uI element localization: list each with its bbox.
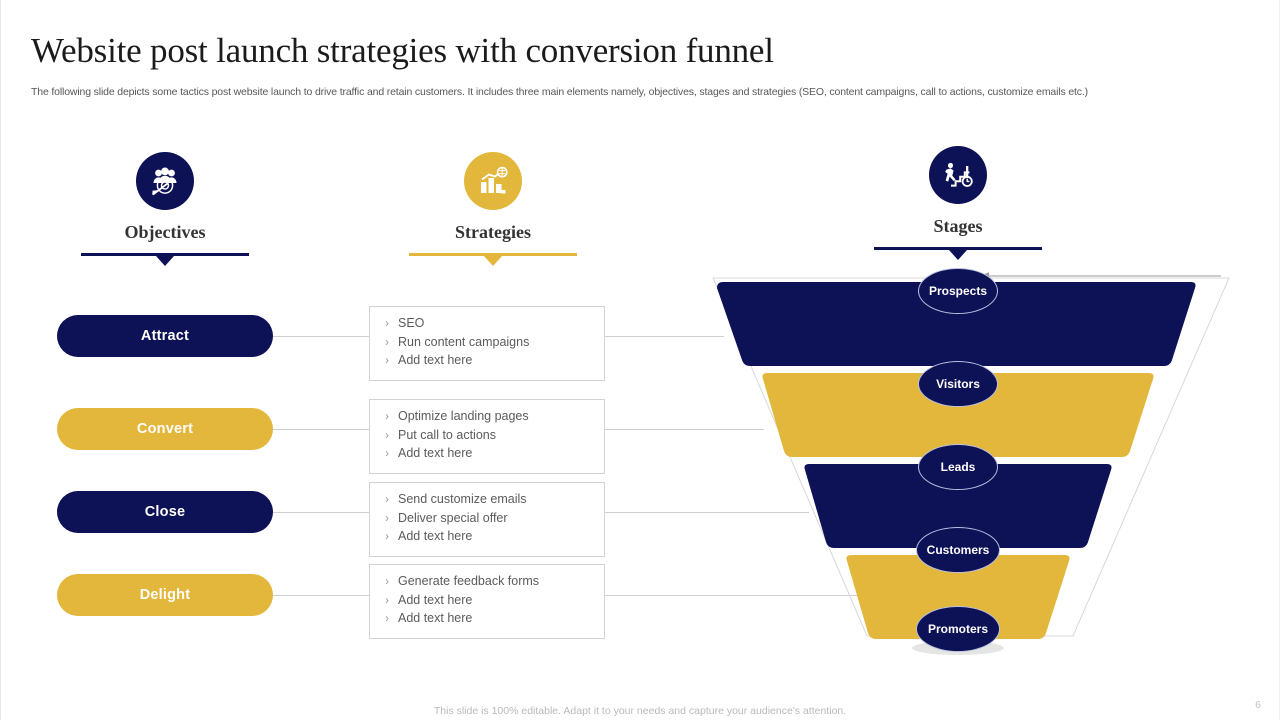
objective-pill-close[interactable]: Close <box>57 491 273 533</box>
funnel-stage-prospects[interactable]: Prospects <box>918 268 998 314</box>
rule-pointer-icon <box>156 256 174 266</box>
funnel-stage-label: Prospects <box>928 284 988 298</box>
page-subtitle: The following slide depicts some tactics… <box>31 86 1089 98</box>
person-climbing-stairs-icon <box>929 146 987 204</box>
connector-line <box>604 512 809 513</box>
column-label: Objectives <box>124 222 206 242</box>
funnel-stage-leads[interactable]: Leads <box>918 444 998 490</box>
objective-label: Close <box>144 504 186 520</box>
strategy-list: › Send customize emails › Deliver special … <box>376 491 598 547</box>
strategy-item: › Deliver special offer <box>376 510 598 529</box>
connector-line <box>272 336 370 337</box>
growth-bar-chart-icon <box>464 152 522 210</box>
chevron-right-icon: › <box>385 429 389 442</box>
chevron-right-icon: › <box>385 411 389 423</box>
conversion-funnel: Prospects Visitors Leads Customers Promo… <box>701 262 1241 662</box>
strategy-text: Add text here <box>398 353 473 367</box>
connector-line <box>604 595 862 596</box>
connector-line <box>272 595 370 596</box>
chevron-right-icon: › <box>385 336 389 349</box>
column-rule <box>81 253 249 266</box>
objective-label: Convert <box>136 421 194 437</box>
objective-pill-attract[interactable]: Attract <box>57 315 273 357</box>
objective-label: Delight <box>139 587 191 603</box>
rule-pointer-icon <box>949 250 967 260</box>
column-rule <box>874 247 1042 260</box>
funnel-stage-label: Visitors <box>936 377 980 391</box>
connector-line <box>604 429 764 430</box>
strategy-text: Generate feedback forms <box>398 574 540 588</box>
strategy-item: › SEO <box>376 315 598 334</box>
chevron-right-icon: › <box>385 576 389 588</box>
strategy-list: ›Generate feedback forms ›Add text here … <box>376 573 598 629</box>
chevron-right-icon: › <box>385 355 389 367</box>
strategy-item: › Add text here <box>376 445 598 464</box>
rule-pointer-icon <box>484 256 502 266</box>
strategy-text: Add text here <box>398 529 473 543</box>
strategy-text: Add text here <box>398 592 473 607</box>
chevron-right-icon: › <box>385 448 389 460</box>
strategy-item: › Add text here <box>376 352 598 371</box>
strategy-item: › Run content campaigns <box>376 334 598 353</box>
rule-bar <box>409 253 577 256</box>
rule-bar <box>874 247 1042 250</box>
strategy-text: Put call to actions <box>398 427 496 442</box>
connector-line <box>604 336 724 337</box>
strategy-text: Optimize landing pages <box>398 409 529 423</box>
strategy-text: Add text here <box>398 611 473 625</box>
funnel-stage-label: Customers <box>926 543 990 557</box>
strategy-box-attract[interactable]: › SEO › Run content campaigns › Add text he… <box>369 306 605 381</box>
strategy-text: Add text here <box>398 446 473 460</box>
column-header-objectives: Objectives <box>81 152 249 266</box>
strategy-list: › SEO › Run content campaigns › Add text he… <box>376 315 598 371</box>
strategy-box-close[interactable]: › Send customize emails › Deliver special … <box>369 482 605 557</box>
objective-label: Attract <box>140 328 190 344</box>
strategy-text: Send customize emails <box>398 492 527 506</box>
strategy-item: › Send customize emails <box>376 491 598 510</box>
page-number: 6 <box>1255 699 1261 711</box>
strategy-text: SEO <box>398 316 425 330</box>
strategy-item: › Add text here <box>376 592 598 611</box>
chevron-right-icon: › <box>385 594 389 607</box>
strategy-item: › Add text here <box>376 528 598 547</box>
connector-line <box>272 429 370 430</box>
chevron-right-icon: › <box>385 512 389 525</box>
page-title: Website post launch strategies with conv… <box>31 31 774 70</box>
chevron-right-icon: › <box>385 531 389 543</box>
funnel-stage-label: Leads <box>940 460 976 474</box>
strategy-list: › Optimize landing pages › Put call to act… <box>376 408 598 464</box>
connector-line <box>272 512 370 513</box>
chevron-right-icon: › <box>385 494 389 506</box>
strategy-box-convert[interactable]: › Optimize landing pages › Put call to act… <box>369 399 605 474</box>
column-header-stages: Stages <box>874 146 1042 260</box>
strategy-item: › Add text here <box>376 610 598 629</box>
strategy-item: › Put call to actions <box>376 427 598 446</box>
column-rule <box>409 253 577 266</box>
target-audience-icon <box>136 152 194 210</box>
column-label: Stages <box>933 216 983 236</box>
strategy-text: Deliver special offer <box>398 510 508 525</box>
objective-pill-delight[interactable]: Delight <box>57 574 273 616</box>
footer-note: This slide is 100% editable. Adapt it to… <box>433 705 847 717</box>
rule-bar <box>81 253 249 256</box>
strategy-text: Run content campaigns <box>398 334 530 349</box>
strategy-item: › Optimize landing pages <box>376 408 598 427</box>
column-header-strategies: Strategies <box>409 152 577 266</box>
objective-pill-convert[interactable]: Convert <box>57 408 273 450</box>
chevron-right-icon: › <box>385 318 389 330</box>
funnel-stage-customers[interactable]: Customers <box>916 527 1000 573</box>
column-label: Strategies <box>455 222 531 242</box>
strategy-item: › Generate feedback forms <box>376 573 598 592</box>
funnel-stage-visitors[interactable]: Visitors <box>918 361 998 407</box>
funnel-stage-promoters[interactable]: Promoters <box>916 606 1000 652</box>
strategy-box-delight[interactable]: ›Generate feedback forms ›Add text here … <box>369 564 605 639</box>
funnel-stage-label: Promoters <box>927 622 989 636</box>
chevron-right-icon: › <box>385 613 389 625</box>
